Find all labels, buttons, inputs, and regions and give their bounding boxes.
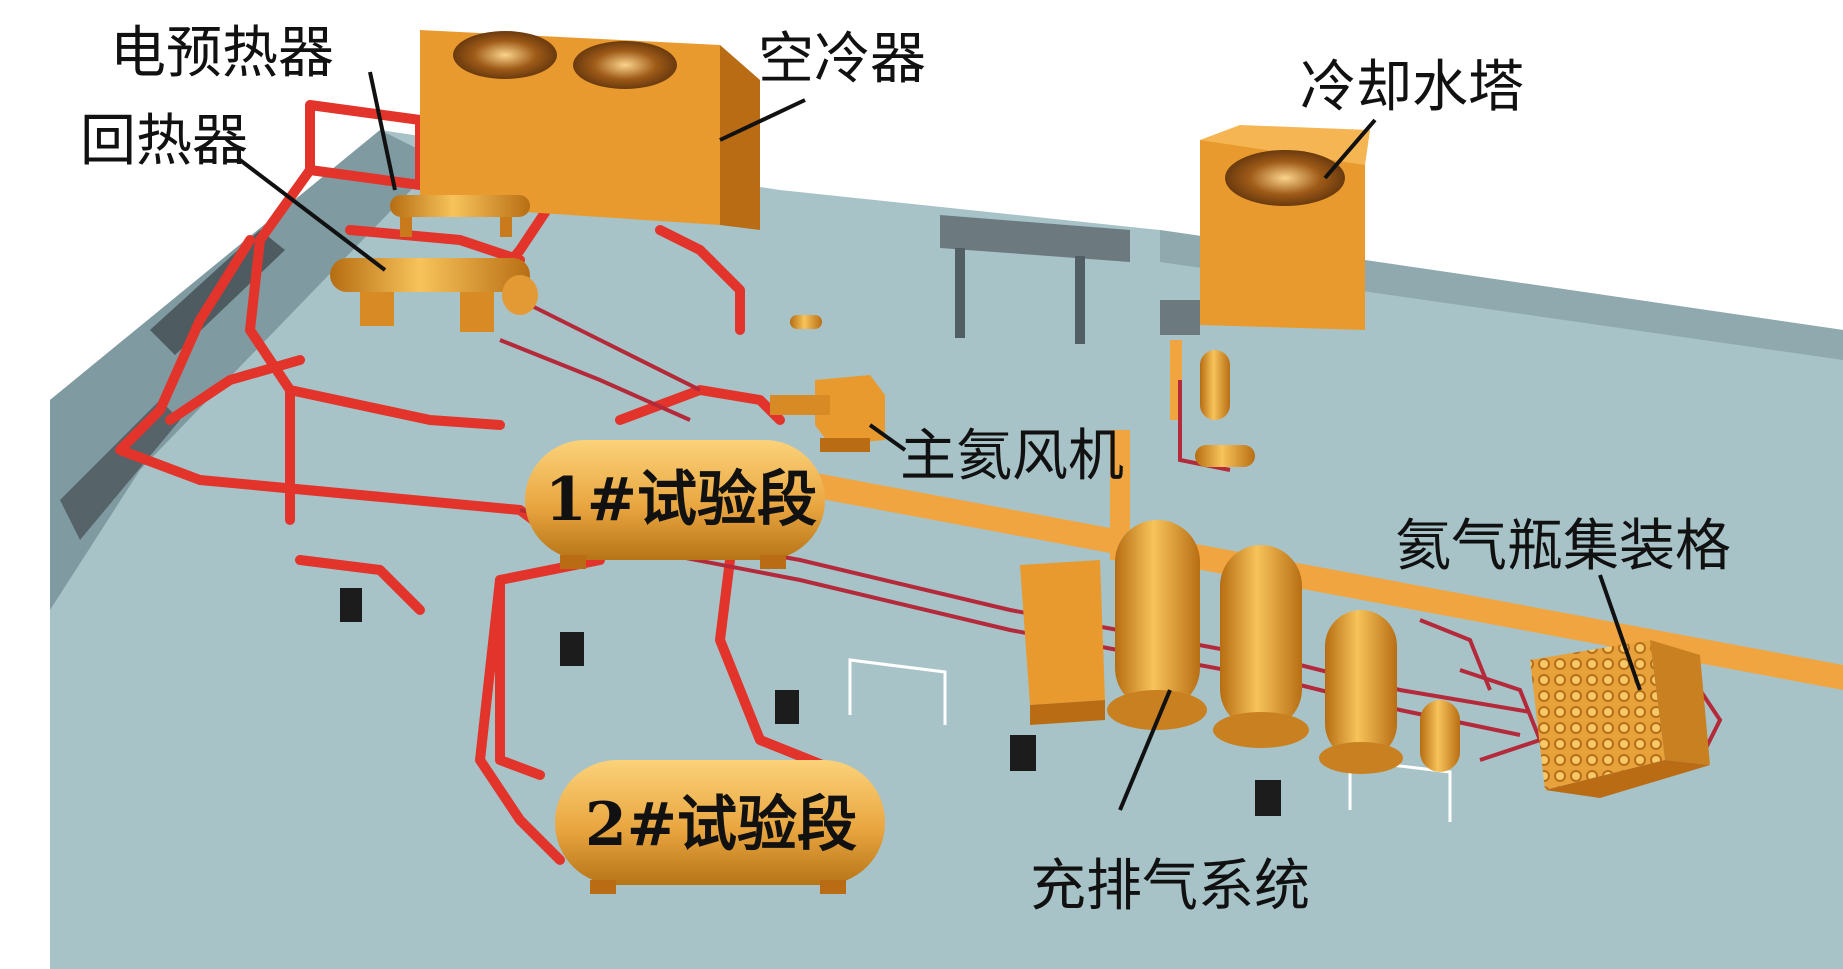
electric-preheater <box>390 195 530 237</box>
fan-icon <box>453 31 557 79</box>
label-test-section-1: 1#试验段 <box>545 465 817 535</box>
leader-lines <box>238 71 1642 811</box>
label-electric-preheater: 电预热器 <box>110 21 334 86</box>
label-test-section-2: 2#试验段 <box>585 790 857 860</box>
fan-icon <box>1225 150 1345 206</box>
charge-discharge-system <box>1020 520 1460 774</box>
test-section-2-vessel <box>555 760 885 894</box>
floor-openings <box>340 588 1281 816</box>
helium-cylinder-rack <box>1530 640 1710 798</box>
cooling-tower <box>1200 125 1370 330</box>
label-regenerator: 回热器 <box>80 109 248 174</box>
air-cooler <box>420 30 760 230</box>
test-section-1-vessel <box>525 440 825 569</box>
label-cooling-tower: 冷却水塔 <box>1300 55 1524 120</box>
small-vessels <box>790 315 1255 467</box>
component-labels: 电预热器 回热器 空冷器 冷却水塔 主氦风机 1#试验段 2#试验段 氦气瓶集装… <box>80 21 1731 919</box>
building-wall <box>940 215 1200 344</box>
floor-markings <box>848 658 1452 822</box>
label-charge-discharge-system: 充排气系统 <box>1030 854 1310 919</box>
label-helium-cylinder-rack: 氦气瓶集装格 <box>1395 514 1731 579</box>
label-air-cooler: 空冷器 <box>758 27 926 92</box>
label-main-helium-fan: 主氦风机 <box>900 424 1124 489</box>
main-helium-fan <box>770 375 885 452</box>
fan-icon <box>573 41 677 89</box>
